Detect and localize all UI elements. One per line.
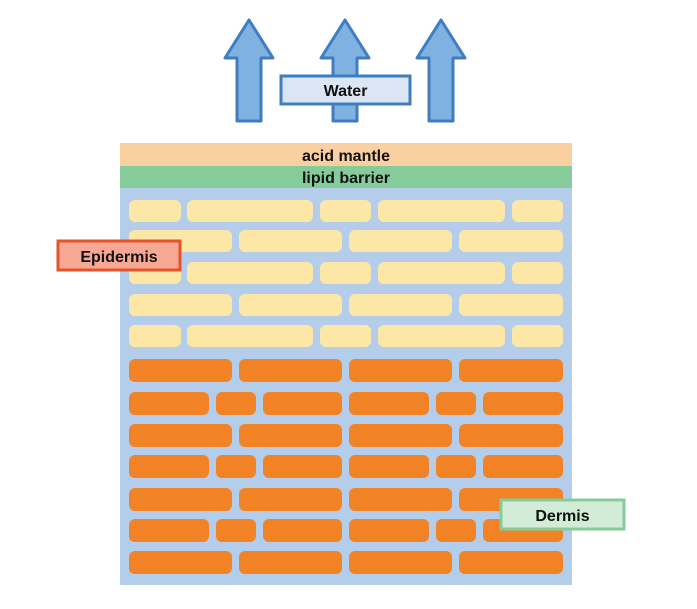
up-arrow-icon (223, 18, 275, 123)
epidermis-brick (378, 200, 505, 222)
acid-mantle-label: acid mantle (302, 148, 390, 165)
dermis-brick (216, 455, 256, 478)
dermis-brick (436, 392, 476, 415)
epidermis-brick (187, 325, 313, 347)
dermis-brick (263, 519, 342, 542)
dermis-brick (263, 455, 342, 478)
dermis-brick (349, 488, 452, 511)
dermis-brick (129, 519, 209, 542)
epidermis-brick (129, 200, 181, 222)
acid-mantle-band (120, 143, 572, 166)
epidermis-brick (320, 262, 371, 284)
dermis-brick (263, 392, 342, 415)
epidermis-brick (378, 262, 505, 284)
epidermis-brick (320, 200, 371, 222)
dermis-brick (239, 488, 342, 511)
water-label-box (279, 74, 412, 106)
water-label: Water (324, 83, 368, 100)
epidermis-brick (378, 325, 505, 347)
dermis-label-box (499, 498, 626, 531)
dermis-label: Dermis (535, 508, 589, 525)
lipid-barrier-band (120, 166, 572, 188)
epidermis-brick (187, 262, 313, 284)
dermis-brick (239, 551, 342, 574)
lipid-barrier-label: lipid barrier (302, 170, 390, 187)
epidermis-brick (129, 325, 181, 347)
water-loss-arrows (223, 18, 467, 123)
dermis-brick (349, 359, 452, 382)
epidermis-brick (459, 294, 563, 316)
epidermis-brick (512, 325, 563, 347)
dermis-brick (459, 424, 563, 447)
epidermis-brick (512, 200, 563, 222)
epidermis-brick (512, 262, 563, 284)
dermis-brick (349, 551, 452, 574)
dermis-bricks (129, 359, 563, 574)
dermis-brick (349, 455, 429, 478)
epidermis-brick (239, 230, 342, 252)
dermis-brick (436, 519, 476, 542)
dermis-brick (129, 488, 232, 511)
dermis-brick (483, 455, 563, 478)
dermis-brick (239, 424, 342, 447)
epidermis-brick (459, 230, 563, 252)
dermis-brick (349, 392, 429, 415)
dermis-brick (129, 392, 209, 415)
dermis-brick (129, 455, 209, 478)
dermis-brick (129, 551, 232, 574)
dermis-brick (216, 392, 256, 415)
epidermis-brick (349, 294, 452, 316)
epidermis-label: Epidermis (80, 249, 157, 266)
dermis-brick (459, 359, 563, 382)
dermis-brick (349, 519, 429, 542)
epidermis-brick (320, 325, 371, 347)
dermis-brick (436, 455, 476, 478)
dermis-brick (349, 424, 452, 447)
up-arrow-icon (319, 18, 371, 123)
dermis-brick (483, 392, 563, 415)
epidermis-bricks (129, 200, 563, 347)
epidermis-brick (129, 294, 232, 316)
epidermis-brick (187, 200, 313, 222)
dermis-brick (239, 359, 342, 382)
up-arrow-icon (415, 18, 467, 123)
dermis-brick (459, 551, 563, 574)
epidermis-label-box (56, 239, 182, 272)
epidermis-brick (349, 230, 452, 252)
dermis-brick (216, 519, 256, 542)
epidermis-brick (239, 294, 342, 316)
dermis-brick (129, 359, 232, 382)
dermis-brick (129, 424, 232, 447)
